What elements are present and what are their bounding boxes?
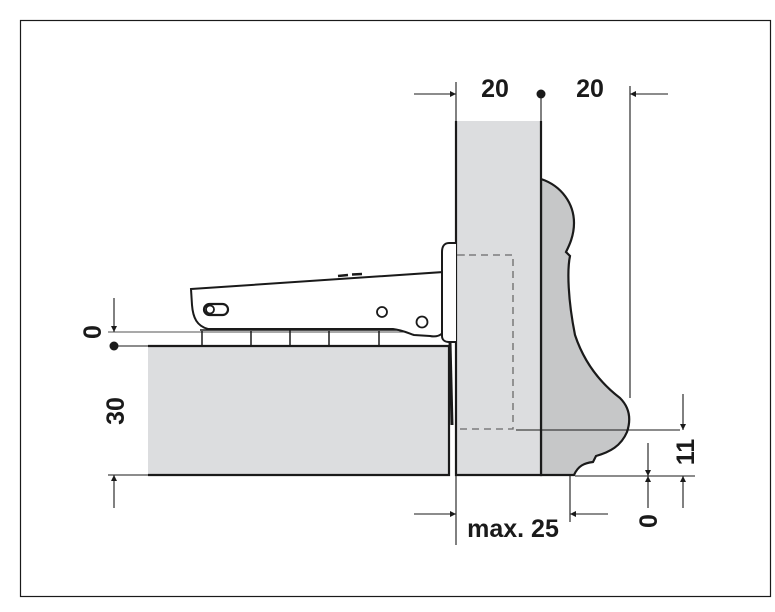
dim-max-gap: max. 25	[467, 515, 559, 543]
hinge-arm	[189, 242, 465, 426]
dim-bottom-zero: 0	[635, 514, 663, 528]
dim-profile-height: 11	[672, 439, 700, 466]
decorative-moulding-profile	[539, 177, 631, 477]
cabinet-side-panel	[148, 344, 451, 477]
dim-top-zero: 0	[79, 325, 107, 339]
reference-dot-left	[109, 341, 119, 351]
dimension-lines	[108, 82, 695, 545]
reference-dot-top	[536, 89, 546, 99]
dim-cabinet-side: 30	[102, 397, 130, 425]
hinge-cup-hidden	[457, 254, 514, 430]
dim-door-thickness: 20	[481, 75, 509, 103]
diagram-frame	[19, 19, 772, 598]
door-panel	[454, 121, 543, 477]
dim-overlay: 20	[576, 75, 604, 103]
